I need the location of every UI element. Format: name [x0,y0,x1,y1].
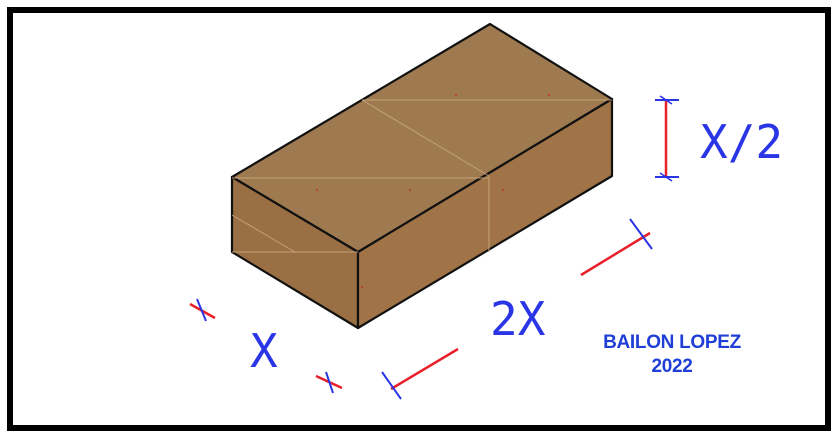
width-dimension-label: X [250,324,278,378]
credit-year: 2022 [651,356,693,377]
construction-dots [316,94,550,288]
author-name: BAILON LOPEZ [603,332,741,353]
brick-right-face [356,97,614,330]
length-dimension: 2X [381,218,653,400]
construction-lines [231,99,612,253]
height-dimension: X/2 [655,95,783,182]
author-credit: BAILON LOPEZ 2022 [572,331,772,379]
height-dimension-label: X/2 [700,115,783,169]
width-dimension: X [189,298,343,394]
length-dimension-label: 2X [490,292,546,346]
